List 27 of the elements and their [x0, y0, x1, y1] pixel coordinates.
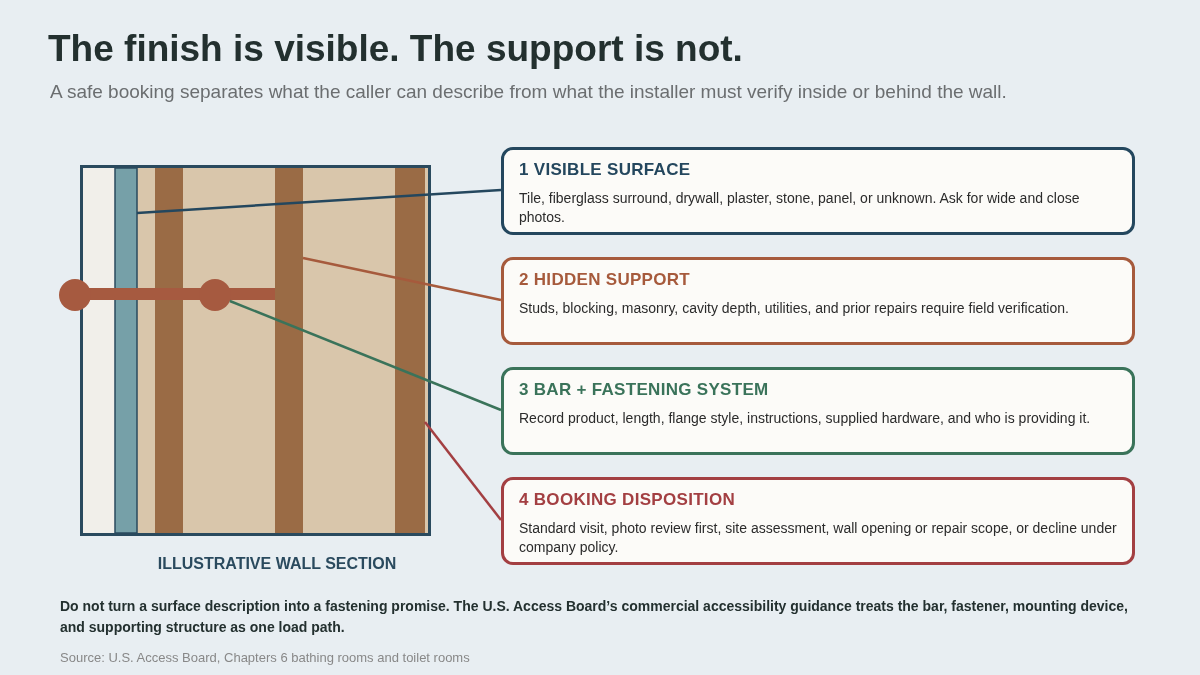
card-heading: 3 BAR + FASTENING SYSTEM [519, 380, 770, 400]
card-heading: 4 BOOKING DISPOSITION [519, 490, 736, 510]
callout-card [501, 477, 1135, 565]
finish-layer [83, 168, 115, 533]
title: The finish is visible. The support is not. [48, 28, 743, 70]
figure-caption: ILLUSTRATIVE WALL SECTION [156, 555, 398, 573]
stud [395, 168, 425, 533]
leader-line [424, 421, 502, 521]
backer-layer [114, 167, 138, 534]
callout-card [501, 367, 1135, 455]
subtitle: A safe booking separates what the caller can describe from what the installer must verify inside or behind the wall. [50, 81, 1007, 103]
card-text: Tile, fiberglass surround, drywall, plaster, stone, panel, or unknown. Ask for wide and close photos. [519, 189, 1081, 227]
source-note: Source: U.S. Access Board, Chapters 6 bathing rooms and toilet rooms [60, 650, 470, 665]
card-text: Standard visit, photo review first, site assessment, wall opening or repair scope, or decline under company policy. [519, 519, 1117, 557]
callout-card [501, 147, 1135, 235]
note: Do not turn a surface description into a fastening promise. The U.S. Access Board’s commercial accessibility guidance treats the bar, fastener, mounting device, and supporting structure as one load path. [60, 597, 1129, 637]
callout-card [501, 257, 1135, 345]
card-heading: 1 VISIBLE SURFACE [519, 160, 692, 180]
card-text: Record product, length, flange style, instructions, supplied hardware, and who is providing it. [519, 409, 1092, 428]
leader-line [302, 256, 502, 302]
stud [155, 168, 183, 533]
card-text: Studs, blocking, masonry, cavity depth, utilities, and prior repairs require field verification. [519, 299, 1070, 318]
leader-line [136, 188, 502, 215]
grab-bar [59, 279, 275, 311]
leader-line [229, 299, 502, 412]
card-heading: 2 HIDDEN SUPPORT [519, 270, 692, 290]
stud [275, 168, 303, 533]
